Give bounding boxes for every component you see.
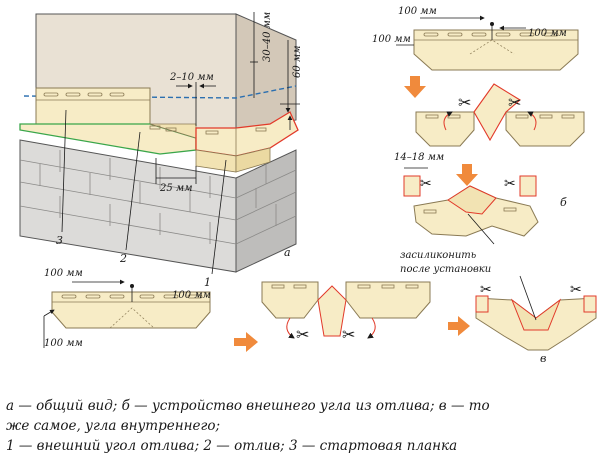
arrow-c-1 xyxy=(234,332,258,352)
figure-a-general-view: 30–40 мм 60 мм 2–10 мм 25 мм 3 2 1 а xyxy=(19,12,303,289)
dim-c-100-top: 100 мм xyxy=(44,268,83,279)
scissors-icon: ✂ xyxy=(420,176,432,192)
dim-a-60: 60 мм xyxy=(292,46,303,79)
dim-b-100-top: 100 мм xyxy=(398,6,437,17)
plinth-side xyxy=(235,149,297,273)
scissors-icon: ✂ xyxy=(296,325,309,344)
figure-c-internal-corner: 100 мм 100 мм 100 мм ✂ ✂ ✂ ✂ в xyxy=(43,268,597,365)
starter-strip-3 xyxy=(35,87,151,127)
scissors-icon: ✂ xyxy=(570,282,582,298)
scissors-icon: ✂ xyxy=(480,282,492,298)
figure-c-letter: в xyxy=(540,352,546,365)
label-3: 3 xyxy=(56,234,63,247)
sealant-line2: после установки xyxy=(400,264,491,275)
block-joints xyxy=(19,150,297,245)
caption-line-2: же самое, угла внутреннего; xyxy=(6,418,221,434)
figure-b-external-corner: 100 мм 100 мм 100 мм ✂ ✂ 14–18 мм ✂ ✂ xyxy=(372,6,585,275)
dim-a-height: 30–40 мм xyxy=(262,12,273,62)
scissors-icon: ✂ xyxy=(458,93,471,112)
dim-b-100-right: 100 мм xyxy=(528,28,567,39)
figure-b-letter: б xyxy=(560,196,567,209)
dim-a-gap: 2–10 мм xyxy=(169,72,214,83)
arrow-c-2 xyxy=(448,316,470,336)
label-2: 2 xyxy=(119,252,127,265)
sealant-line1: засиликонить xyxy=(400,250,476,261)
dim-b-100-left: 100 мм xyxy=(372,34,411,45)
arrow-b-2 xyxy=(456,164,478,186)
scissors-icon: ✂ xyxy=(508,93,521,112)
level-dash-line xyxy=(23,85,297,99)
wall-side xyxy=(235,13,297,131)
dim-c-100-left: 100 мм xyxy=(44,338,83,349)
caption-line-1: а — общий вид; б — устройство внешнего у… xyxy=(6,398,490,414)
dim-c-100-right: 100 мм xyxy=(172,290,211,301)
figure-a-letter: а xyxy=(284,246,291,259)
profile-c-cut xyxy=(261,281,319,319)
dim-a-25: 25 мм xyxy=(159,183,193,194)
dim-b-14-18: 14–18 мм xyxy=(394,152,444,163)
scissors-icon: ✂ xyxy=(504,176,516,192)
caption-line-3: 1 — внешний угол отлива; 2 — отлив; 3 — … xyxy=(6,438,458,454)
scissors-icon: ✂ xyxy=(342,325,355,344)
arrow-b-1 xyxy=(404,76,426,98)
label-1: 1 xyxy=(204,276,211,289)
